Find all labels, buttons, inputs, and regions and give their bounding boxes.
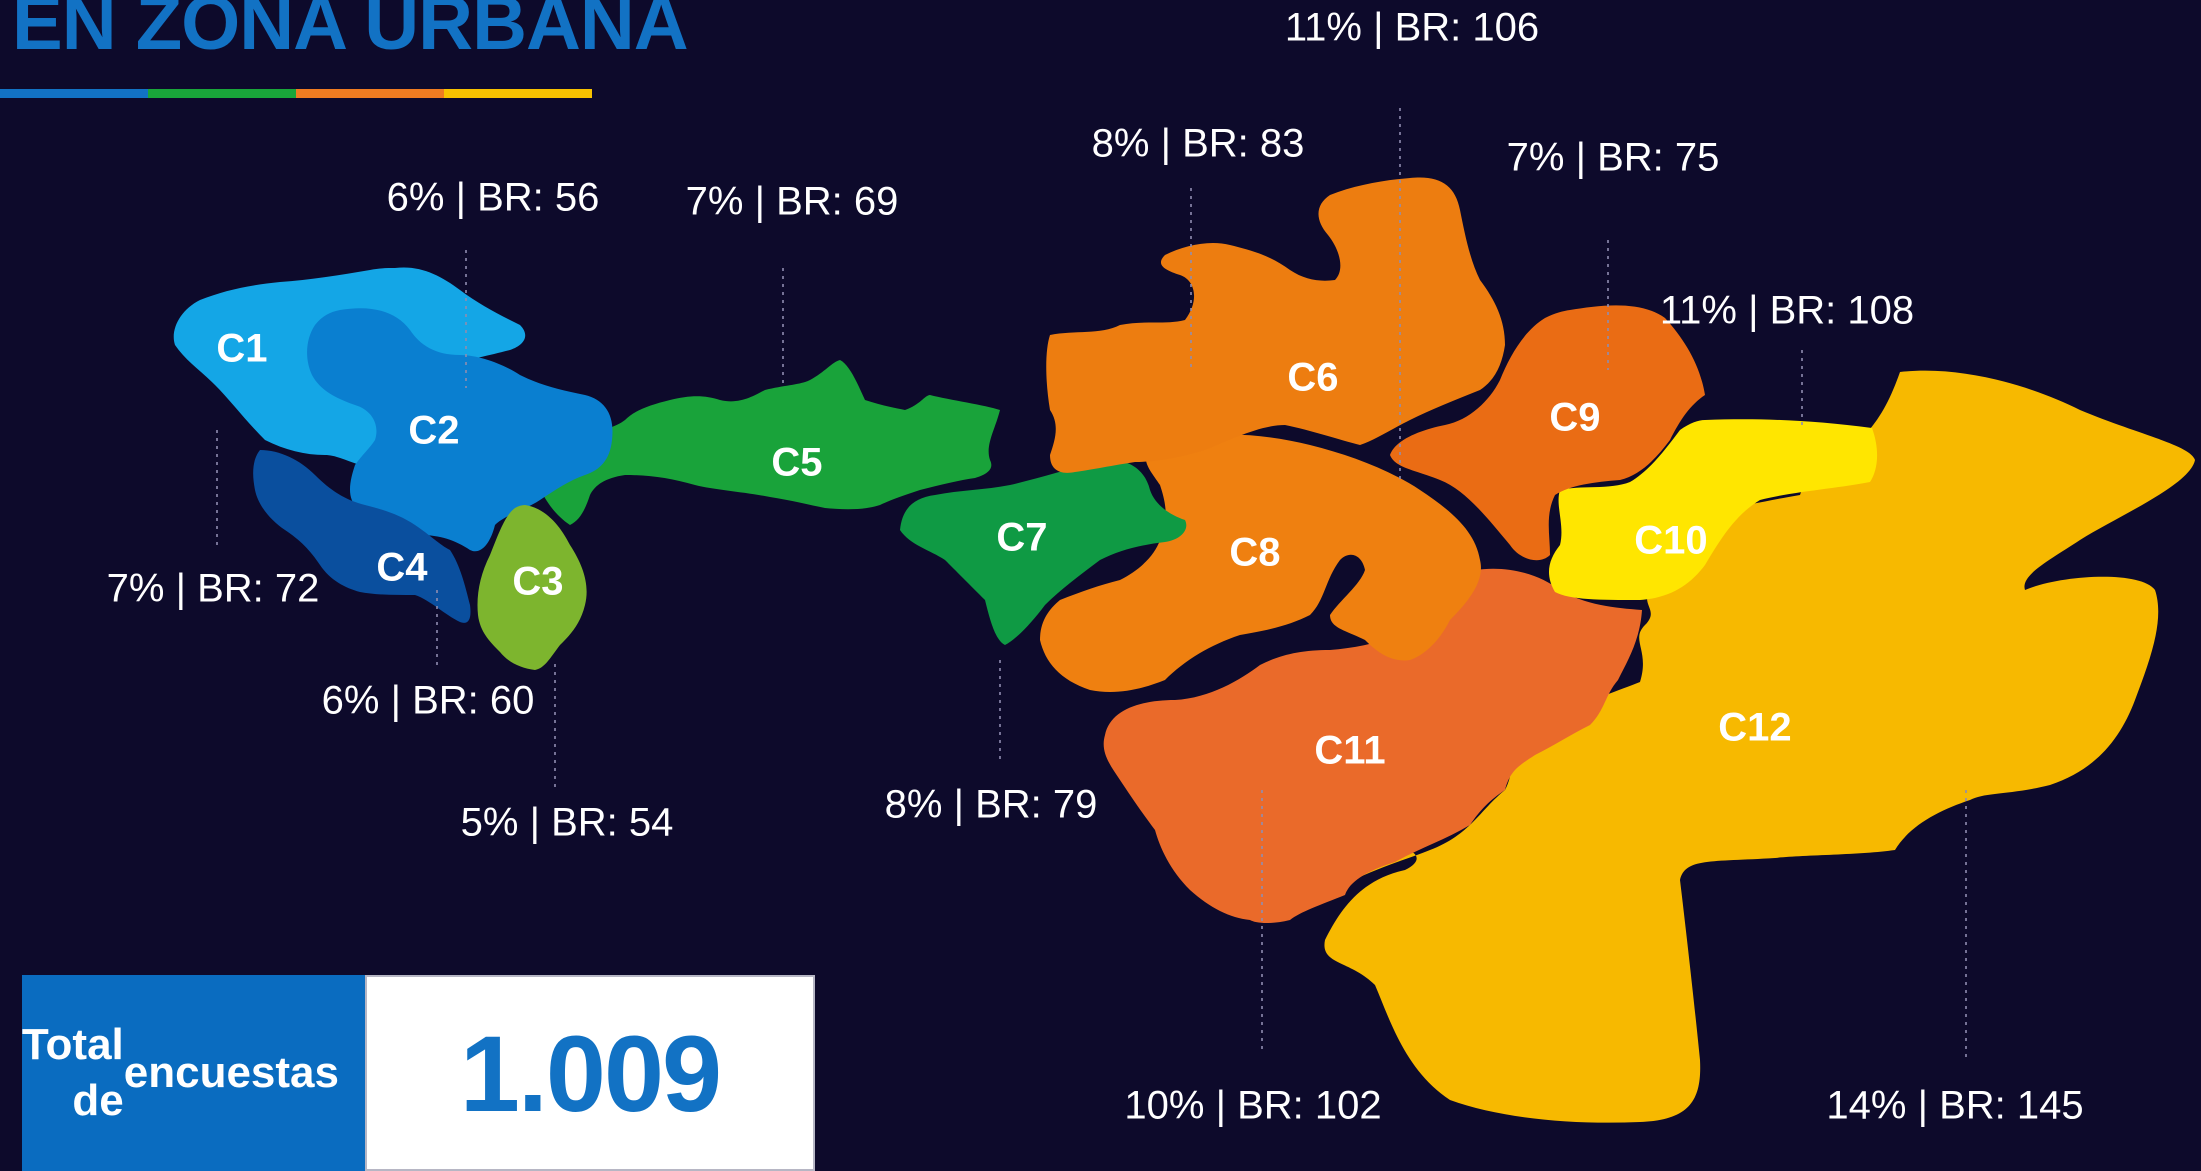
zone-shape-c12[interactable] xyxy=(1324,370,2195,1123)
underline-segment-blue xyxy=(0,89,148,98)
zone-shape-c7[interactable] xyxy=(900,460,1187,645)
zone-shape-c2[interactable] xyxy=(307,308,613,552)
stat-label-c5: 7% | BR: 69 xyxy=(686,180,899,224)
zone-label-c9: C9 xyxy=(1549,396,1600,440)
stat-label-c10: 11% | BR: 108 xyxy=(1660,289,1914,333)
total-surveys-value: 1.009 xyxy=(365,975,815,1171)
stat-label-c9: 7% | BR: 75 xyxy=(1507,136,1720,180)
zone-label-c10: C10 xyxy=(1634,519,1707,563)
zone-shape-c9[interactable] xyxy=(1390,305,1705,561)
zone-shape-c8[interactable] xyxy=(1040,434,1481,692)
stat-label-c4: 6% | BR: 60 xyxy=(322,679,535,723)
zone-label-c11: C11 xyxy=(1314,729,1385,773)
zone-label-c12: C12 xyxy=(1718,706,1791,750)
leader-lines xyxy=(216,108,1967,1060)
zone-shape-c5[interactable] xyxy=(525,360,1000,525)
stat-label-c6: 8% | BR: 83 xyxy=(1092,122,1305,166)
stat-label-c7: 8% | BR: 79 xyxy=(885,783,1098,827)
title-underline xyxy=(0,89,592,98)
zone-shape-c6[interactable] xyxy=(1046,177,1505,473)
stat-label-c3: 5% | BR: 54 xyxy=(461,801,674,845)
zone-label-c6: C6 xyxy=(1287,356,1338,400)
zone-label-c1: C1 xyxy=(216,327,267,371)
underline-segment-yellow xyxy=(444,89,592,98)
underline-segment-orange xyxy=(296,89,444,98)
zone-shape-c4[interactable] xyxy=(253,450,471,623)
zone-labels: C1 C2 C3 C4 C5 C6 C7 C8 C9 C10 C11 C12 xyxy=(216,327,1791,773)
zone-label-c4: C4 xyxy=(376,546,428,590)
stat-label-c1: 6% | BR: 56 xyxy=(387,176,600,220)
underline-segment-green xyxy=(148,89,296,98)
zone-label-c2: C2 xyxy=(408,409,459,453)
stat-label-c8: 11% | BR: 106 xyxy=(1285,6,1539,50)
zone-stats: 6% | BR: 56 7% | BR: 72 5% | BR: 54 6% |… xyxy=(107,6,2084,1128)
zone-label-c5: C5 xyxy=(771,441,822,485)
zone-shapes xyxy=(173,177,2195,1123)
zone-shape-c11[interactable] xyxy=(1103,568,1642,924)
page-title: EN ZONA URBANA xyxy=(12,0,689,66)
stat-label-c12: 14% | BR: 145 xyxy=(1826,1084,2083,1128)
zone-label-c3: C3 xyxy=(512,560,563,604)
stat-label-c11: 10% | BR: 102 xyxy=(1124,1084,1381,1128)
stat-label-c2: 7% | BR: 72 xyxy=(107,567,320,611)
zone-label-c8: C8 xyxy=(1229,531,1280,575)
zone-label-c7: C7 xyxy=(996,516,1047,560)
zone-shape-c10[interactable] xyxy=(1548,419,1878,600)
zone-shape-c3[interactable] xyxy=(477,505,587,670)
